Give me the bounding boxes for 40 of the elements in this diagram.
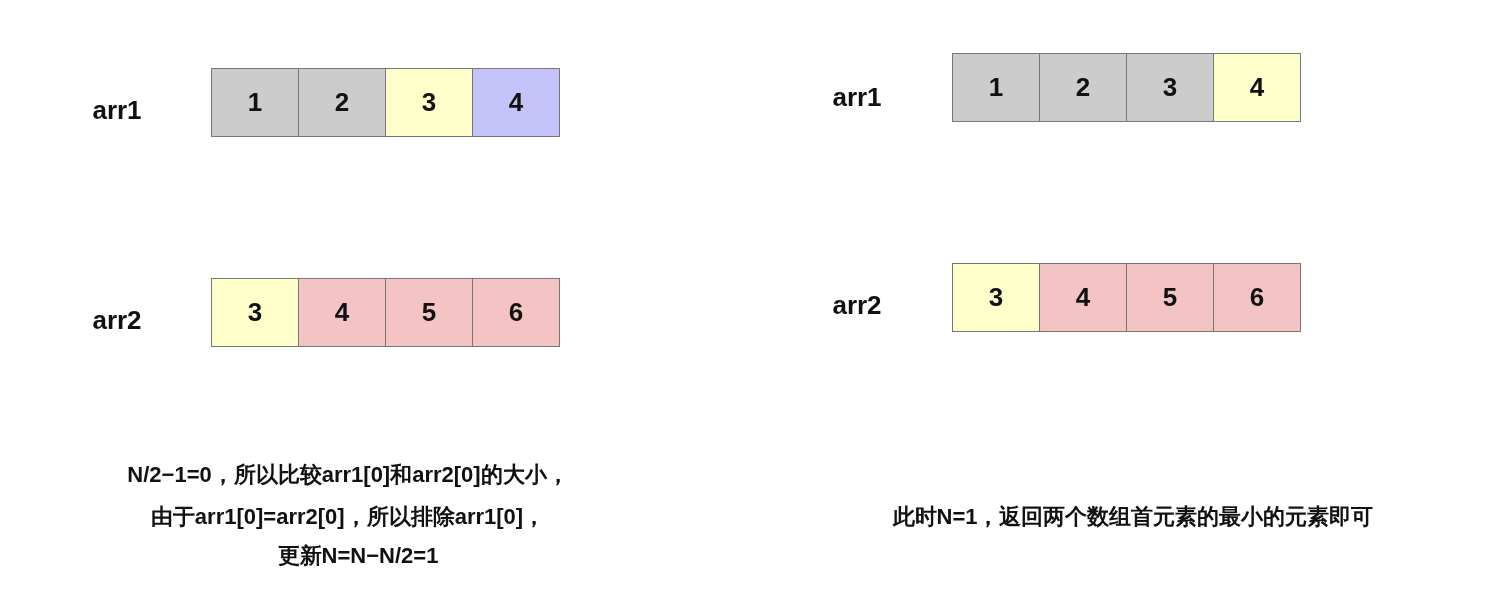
array-cell: [952, 53, 1040, 122]
array-name: arr2: [92, 304, 142, 336]
array-cell: [211, 278, 299, 347]
array-cell: [952, 263, 1040, 332]
array-name: arr1: [832, 81, 882, 113]
cell-value: 4: [508, 87, 524, 118]
cell-value: 3: [988, 282, 1004, 313]
caption-text: 此时N=1，返回两个数组首元素的最小的元素即可: [892, 503, 1374, 531]
array-cell: [298, 68, 386, 137]
array-cell: [472, 278, 560, 347]
cell-value: 5: [421, 297, 437, 328]
caption-line: N/2−1=0，所以比较arr1[0]和arr2[0]的大小，: [127, 461, 569, 489]
cell-value: 1: [988, 72, 1004, 103]
cell-value: 4: [1249, 72, 1265, 103]
caption-line: 由于arr1[0]=arr2[0]，所以排除arr1[0]，: [150, 503, 546, 531]
array-cell: [1213, 263, 1301, 332]
cell-value: 2: [334, 87, 350, 118]
cell-value: 3: [247, 297, 263, 328]
cell-value: 3: [1162, 72, 1178, 103]
array-cell: [385, 68, 473, 137]
array-cell: [472, 68, 560, 137]
cell-value: 6: [1249, 282, 1265, 313]
cell-value: 6: [508, 297, 524, 328]
array-cell: [1126, 53, 1214, 122]
array-cell: [385, 278, 473, 347]
cell-value: 3: [421, 87, 437, 118]
cell-value: 1: [247, 87, 263, 118]
cell-value: 5: [1162, 282, 1178, 313]
array-name: arr1: [92, 94, 142, 126]
array-cell: [211, 68, 299, 137]
array-cell: [1213, 53, 1301, 122]
array-name: arr2: [832, 289, 882, 321]
cell-value: 4: [1075, 282, 1091, 313]
array-cell: [298, 278, 386, 347]
array-cell: [1039, 53, 1127, 122]
cell-value: 4: [334, 297, 350, 328]
array-cell: [1126, 263, 1214, 332]
caption-line: 更新N=N−N/2=1: [277, 542, 439, 570]
array-cell: [1039, 263, 1127, 332]
cell-value: 2: [1075, 72, 1091, 103]
